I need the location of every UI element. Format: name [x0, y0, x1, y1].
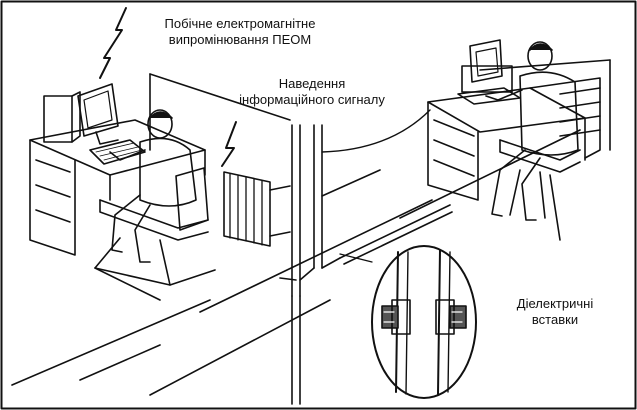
- insert-left-flange: [391, 299, 411, 335]
- insert-right-flange: [435, 299, 455, 335]
- left-computer: [43, 83, 146, 165]
- magnifier-circle: [371, 245, 477, 399]
- signal-wire: [321, 109, 431, 153]
- detail-pipe-right-outer: [437, 249, 441, 395]
- radiator: [223, 171, 291, 247]
- inserts-label: Діелектричні вставки: [500, 296, 610, 328]
- insert-right: [449, 305, 467, 329]
- heating-pipes: [279, 124, 453, 405]
- detail-leader-line: [339, 253, 373, 263]
- right-monitor: [469, 39, 503, 83]
- right-desk: [427, 77, 601, 201]
- left-keyboard: [89, 139, 146, 165]
- right-operator-head: [527, 41, 553, 71]
- detail-pipe-right-inner: [447, 251, 451, 393]
- insert-left: [381, 305, 399, 329]
- left-operator: [109, 109, 197, 263]
- right-system-unit: [461, 65, 513, 93]
- emission-label-line2: випромінювання ПЕОМ: [168, 32, 312, 47]
- signal-label-line1: Наведення: [278, 76, 346, 91]
- inserts-label-line2: вставки: [531, 312, 579, 327]
- signal-label: Наведення інформаційного сигналу: [212, 76, 412, 108]
- induction-lightning-icon: [221, 121, 237, 167]
- dielectric-inserts-detail: [339, 245, 477, 399]
- left-monitor: [77, 83, 119, 137]
- emission-lightning-icon: [99, 7, 127, 79]
- signal-label-line2: інформаційного сигналу: [239, 92, 385, 107]
- left-chair: [94, 167, 216, 301]
- right-operator: [485, 41, 579, 221]
- left-system-unit: [43, 95, 73, 143]
- emission-label-line1: Побічне електромагнітне: [164, 16, 316, 31]
- detail-pipe-left-inner: [405, 251, 409, 395]
- inserts-label-line1: Діелектричні: [516, 296, 594, 311]
- emission-label: Побічне електромагнітне випромінювання П…: [140, 16, 340, 48]
- right-chair: [499, 139, 581, 241]
